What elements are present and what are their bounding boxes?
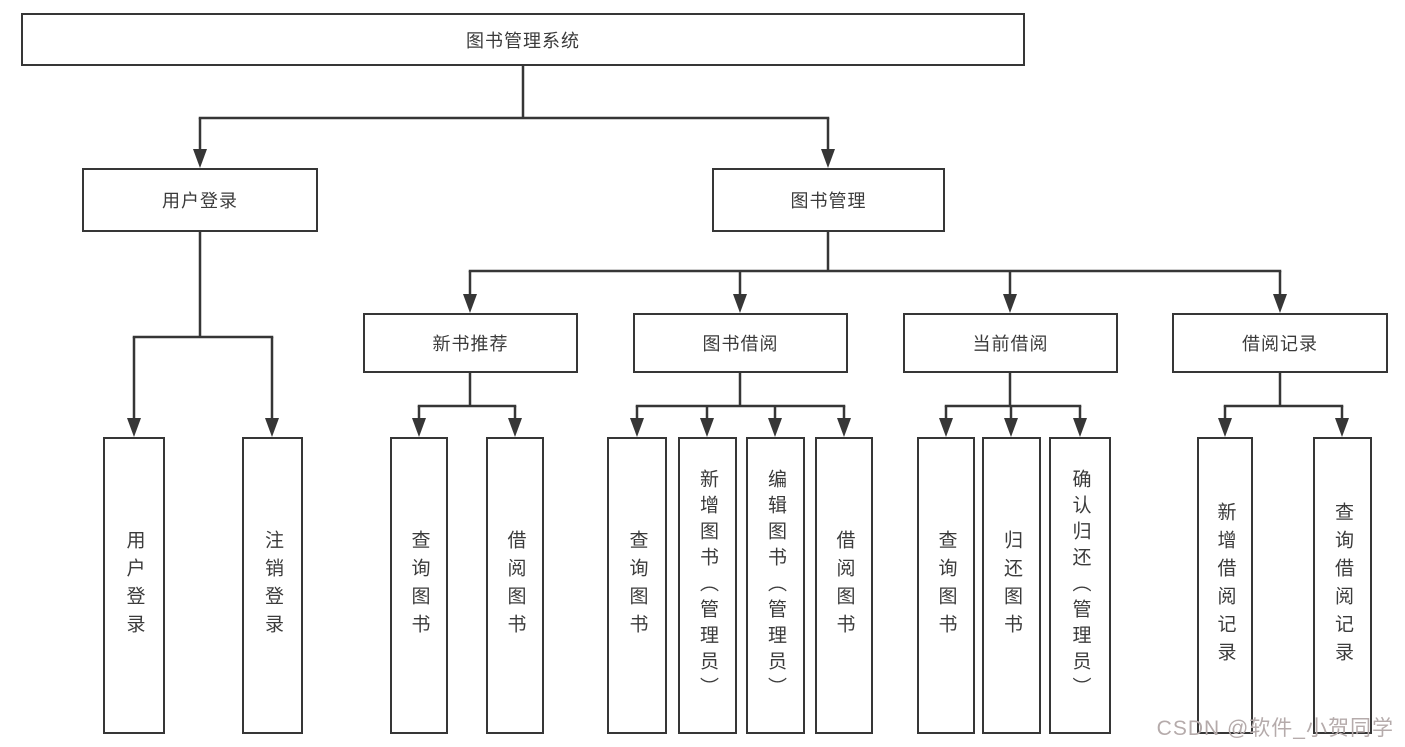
arrowhead	[1004, 418, 1018, 437]
leaf-add-borrow-record: 新增借阅记录	[1197, 437, 1253, 734]
leaf-query-books-3: 查询图书	[917, 437, 975, 734]
leaf-confirm-return-admin: 确认归还（管理员）	[1049, 437, 1111, 734]
arrowhead	[508, 418, 522, 437]
node-book-management: 图书管理	[712, 168, 945, 232]
leaf-add-book-admin: 新增图书（管理员）	[678, 437, 737, 734]
leaf-query-borrow-record: 查询借阅记录	[1313, 437, 1372, 734]
arrowhead	[700, 418, 714, 437]
node-library-management-system: 图书管理系统	[21, 13, 1025, 66]
arrowhead	[1335, 418, 1349, 437]
leaf-query-books-1: 查询图书	[390, 437, 448, 734]
arrowhead	[630, 418, 644, 437]
arrowhead	[1273, 294, 1287, 313]
arrowhead	[1218, 418, 1232, 437]
node-current-borrow: 当前借阅	[903, 313, 1118, 373]
csdn-watermark: CSDN @软件_小贺同学	[1156, 717, 1394, 740]
leaf-logout: 注销登录	[242, 437, 303, 734]
arrowhead	[412, 418, 426, 437]
leaf-user-login: 用户登录	[103, 437, 165, 734]
leaf-edit-book-admin: 编辑图书（管理员）	[746, 437, 805, 734]
leaf-query-books-2: 查询图书	[607, 437, 667, 734]
arrowhead	[265, 418, 279, 437]
arrowhead	[1003, 294, 1017, 313]
leaf-return-book: 归还图书	[982, 437, 1041, 734]
connector-lines	[132, 66, 1344, 420]
node-new-book-recommend: 新书推荐	[363, 313, 578, 373]
arrowhead	[821, 149, 835, 168]
node-borrow-records: 借阅记录	[1172, 313, 1388, 373]
node-book-borrow: 图书借阅	[633, 313, 848, 373]
arrowhead	[463, 294, 477, 313]
leaf-borrow-books-2: 借阅图书	[815, 437, 873, 734]
arrowhead	[768, 418, 782, 437]
node-user-login: 用户登录	[82, 168, 318, 232]
arrowhead	[939, 418, 953, 437]
arrowhead	[1073, 418, 1087, 437]
arrowhead	[733, 294, 747, 313]
arrowheads	[127, 149, 1349, 437]
arrowhead	[127, 418, 141, 437]
arrowhead	[837, 418, 851, 437]
leaf-borrow-books-1: 借阅图书	[486, 437, 544, 734]
arrowhead	[193, 149, 207, 168]
